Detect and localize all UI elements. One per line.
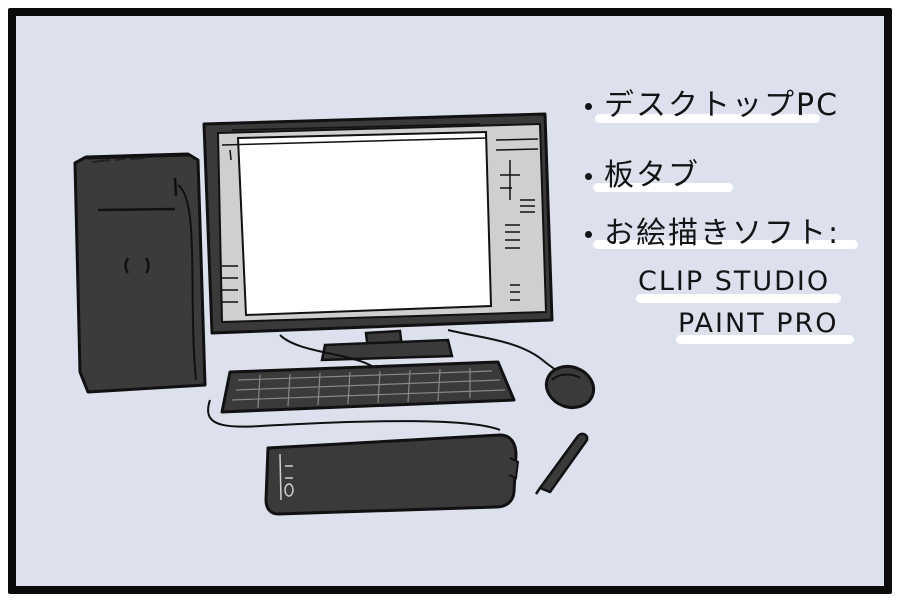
pc-tower	[73, 152, 207, 394]
keyboard	[220, 360, 516, 414]
stylus-pen	[534, 432, 589, 495]
highlight-2	[593, 183, 733, 192]
software-name-line-2: PAINT PRO	[678, 308, 839, 339]
list-item: 板タブ	[585, 150, 700, 194]
power-button-icon	[124, 257, 150, 274]
monitor	[202, 112, 554, 362]
bullet-dot	[585, 103, 592, 110]
list-item-label: お絵描きソフト:	[604, 216, 841, 251]
bullet-dot	[585, 231, 592, 238]
highlight-4	[636, 294, 841, 303]
list-item-label: デスクトップPC	[604, 88, 840, 123]
software-name-line-1: CLIP STUDIO	[638, 266, 831, 297]
bullet-dot	[585, 173, 592, 180]
list-item: デスクトップPC	[585, 80, 839, 124]
mouse	[544, 364, 596, 410]
monitor-stand	[320, 338, 454, 362]
highlight-1	[595, 114, 820, 123]
list-item: お絵描きソフト:	[585, 208, 840, 252]
list-item-label: 板タブ	[604, 158, 700, 193]
pen-tablet	[264, 433, 520, 516]
highlight-3	[593, 240, 858, 249]
canvas-area	[236, 130, 493, 317]
highlight-5	[676, 335, 854, 344]
